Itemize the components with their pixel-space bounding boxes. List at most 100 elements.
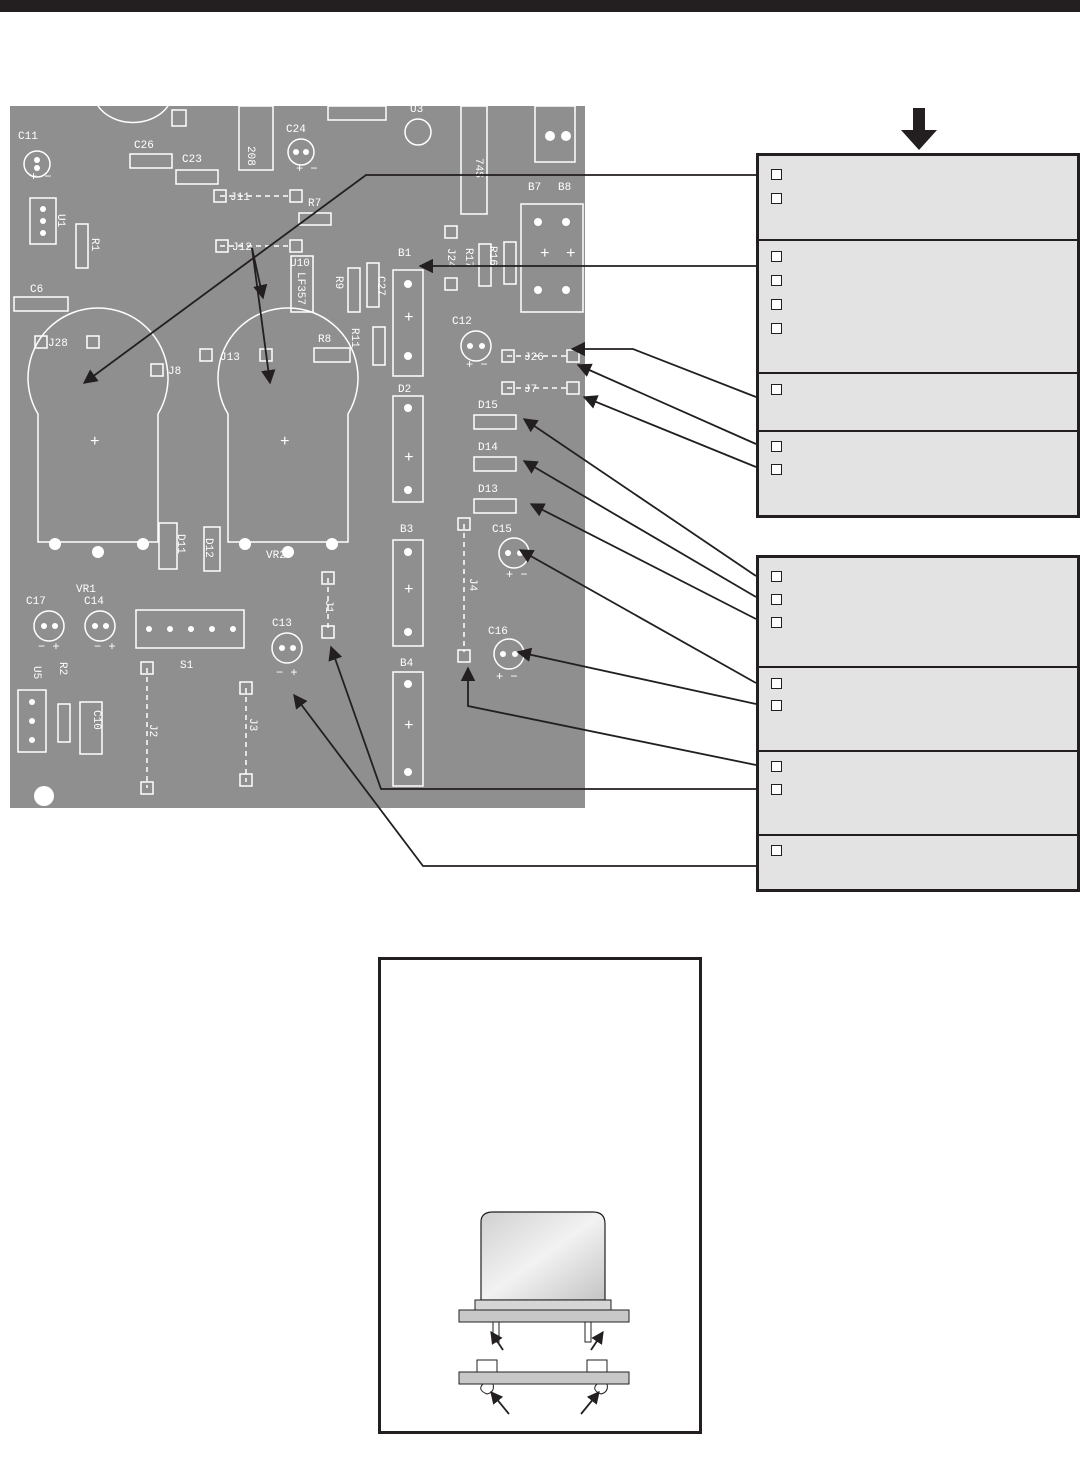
c6-outline <box>13 296 69 312</box>
polarity-mark: + − <box>496 670 518 684</box>
pcb-label-d14: D14 <box>478 442 498 454</box>
b3-outline <box>392 539 424 647</box>
checklist-group <box>759 156 1077 241</box>
d12-outline <box>203 526 221 572</box>
pcb-label-lf357: LF357 <box>294 272 306 305</box>
part-outline <box>327 106 387 121</box>
jumper-traces <box>146 195 569 788</box>
pcb-label-j28: J28 <box>48 338 68 350</box>
polarity-mark: + − <box>466 358 488 372</box>
checkbox-icon[interactable] <box>771 169 782 180</box>
polarity-mark: + − <box>506 568 528 582</box>
pcb-label-r2: R2 <box>56 662 68 675</box>
pcb-label-d15: D15 <box>478 400 498 412</box>
solder-joints <box>480 1383 608 1395</box>
arrow-icon <box>490 1330 504 1351</box>
connector-outline <box>534 106 576 163</box>
checklist-group <box>759 432 1077 515</box>
polarity-mark: − + <box>38 640 60 654</box>
c15-outline <box>498 537 530 569</box>
pcb-label-r11: R11 <box>348 328 360 348</box>
crystal-solder-illustration <box>458 1211 630 1415</box>
polarity-mark: + <box>540 245 550 263</box>
leader-j7-a <box>576 363 757 445</box>
pcb-label-c14: C14 <box>84 596 104 608</box>
checklist-group <box>759 668 1077 752</box>
pcb-label-c16: C16 <box>488 626 508 638</box>
pcb-label-u3: U3 <box>410 106 423 116</box>
pcb-label-j24: J24 <box>444 248 456 268</box>
checklist-group <box>759 752 1077 836</box>
ic-208-outline <box>238 106 274 171</box>
pcb-label-208: 208 <box>244 146 256 166</box>
pcb-label-b3: B3 <box>400 524 413 536</box>
polarity-mark: − + <box>94 640 116 654</box>
c13-outline <box>271 632 303 664</box>
checklist-group <box>759 558 1077 668</box>
pcb-label-c6: C6 <box>30 284 43 296</box>
pcb-label-c27: C27 <box>374 276 386 296</box>
pcb-label-u1: U1 <box>54 214 66 228</box>
r11-outline <box>372 326 386 366</box>
checkbox-icon[interactable] <box>771 594 782 605</box>
pad-square <box>171 109 187 127</box>
pcb-label-j4: J4 <box>466 578 478 592</box>
d15-outline <box>473 414 517 430</box>
checklist-group <box>759 374 1077 432</box>
r1-outline <box>75 223 89 269</box>
checkbox-icon[interactable] <box>771 323 782 334</box>
checkbox-icon[interactable] <box>771 700 782 711</box>
d13-outline <box>473 498 517 514</box>
c10-outline <box>79 701 103 755</box>
pcb-label-b8: B8 <box>558 182 571 194</box>
checkbox-icon[interactable] <box>771 845 782 856</box>
checkbox-icon[interactable] <box>771 384 782 395</box>
pcb-label-r16: R16 <box>486 246 498 266</box>
crystal-can <box>480 1211 606 1301</box>
polarity-mark: + <box>404 309 414 327</box>
pcb-label-c26: C26 <box>134 140 154 152</box>
checkbox-icon[interactable] <box>771 275 782 286</box>
pcb-label-c15: C15 <box>492 524 512 536</box>
checkbox-icon[interactable] <box>771 299 782 310</box>
pcb-label-d11: D11 <box>174 534 186 554</box>
checkbox-icon[interactable] <box>771 251 782 262</box>
checklist-group <box>759 836 1077 889</box>
pcb-label-j13: J13 <box>220 352 240 364</box>
checkbox-icon[interactable] <box>771 441 782 452</box>
checkbox-icon[interactable] <box>771 678 782 689</box>
pcb-label-b4: B4 <box>400 658 414 670</box>
d14-outline <box>473 456 517 472</box>
pcb-label-j11: J11 <box>230 192 250 204</box>
pcb-label-74s: 74S <box>472 158 484 178</box>
polarity-mark: + <box>280 433 290 451</box>
r7-outline <box>298 212 332 226</box>
checkbox-icon[interactable] <box>771 193 782 204</box>
pcb-label-c12: C12 <box>452 316 472 328</box>
pcb-label-c10: C10 <box>90 710 102 730</box>
pcb-label-b7: B7 <box>528 182 541 194</box>
checkbox-icon[interactable] <box>771 784 782 795</box>
checkbox-icon[interactable] <box>771 617 782 628</box>
c11-outline <box>23 150 51 178</box>
pcb-label-j2: J2 <box>146 724 158 737</box>
c17-outline <box>33 610 65 642</box>
pcb-label-j1: J1 <box>322 600 334 614</box>
polarity-mark: + <box>90 433 100 451</box>
checkbox-icon[interactable] <box>771 571 782 582</box>
pcb-label-d13: D13 <box>478 484 498 496</box>
solder-detail-inset <box>378 957 702 1434</box>
circuit-board-top <box>458 1309 630 1323</box>
pcb-label-c24: C24 <box>286 124 306 136</box>
pcb-label-b1: B1 <box>398 248 412 260</box>
pcb-label-j7: J7 <box>524 384 537 396</box>
checkbox-icon[interactable] <box>771 464 782 475</box>
u1-outline <box>29 197 57 245</box>
pcb-label-r17: R17 <box>462 248 474 268</box>
r9-outline <box>347 267 361 313</box>
checklist-group <box>759 241 1077 374</box>
pcb-label-j26: J26 <box>524 352 544 364</box>
pcb-label-d12: D12 <box>202 538 214 558</box>
checkbox-icon[interactable] <box>771 761 782 772</box>
